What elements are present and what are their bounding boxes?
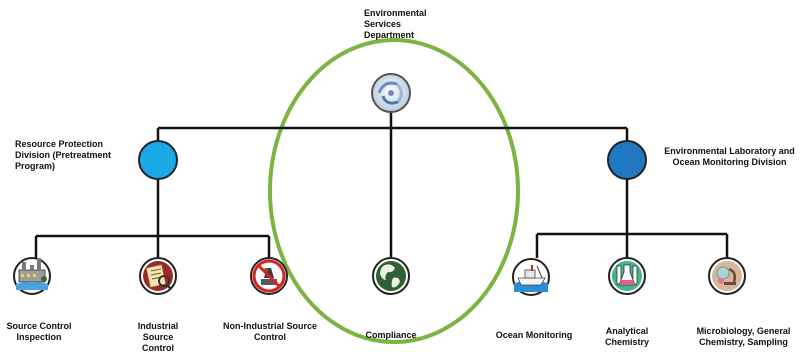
program-label-sci: Source Control Inspection [6, 321, 72, 342]
program-node-om[interactable] [512, 258, 550, 296]
program-label-nisc: Non-Industrial Source Control [222, 321, 317, 342]
program-node-ac[interactable] [608, 257, 646, 295]
division-label-rpd: Resource Protection Division (Pretreatme… [15, 139, 112, 171]
program-node-nisc[interactable] [250, 257, 288, 295]
department-node[interactable] [371, 73, 411, 113]
program-node-comp[interactable] [372, 257, 410, 295]
connector-lines [34, 111, 729, 258]
lab-flask-icon [612, 261, 642, 291]
no-dumping-sign-icon [252, 259, 286, 293]
program-node-isc[interactable] [139, 257, 177, 295]
department-label: Environmental Services Department [364, 8, 427, 40]
factory-inspection-icon [16, 258, 48, 290]
program-label-comp: Compliance [365, 330, 417, 340]
globe-icon [376, 261, 406, 291]
program-label-ac: Analytical Chemistry [604, 326, 649, 347]
program-label-mgcs: Microbiology, General Chemistry, Samplin… [696, 326, 791, 347]
division-label-elomd: Environmental Laboratory and Ocean Monit… [664, 146, 795, 167]
compliance-ring [268, 38, 520, 344]
division-node-rpd[interactable] [138, 140, 178, 180]
inspection-checklist-icon [143, 261, 173, 291]
swirl-logo-icon [377, 81, 403, 105]
program-label-isc: Industrial Source Control [137, 321, 179, 353]
program-node-mgcs[interactable] [708, 257, 746, 295]
research-vessel-icon [514, 265, 548, 292]
division-node-elomd[interactable] [607, 140, 647, 180]
program-node-sci[interactable] [13, 257, 51, 295]
microscope-icon [712, 261, 742, 291]
program-label-om: Ocean Monitoring [495, 330, 573, 340]
